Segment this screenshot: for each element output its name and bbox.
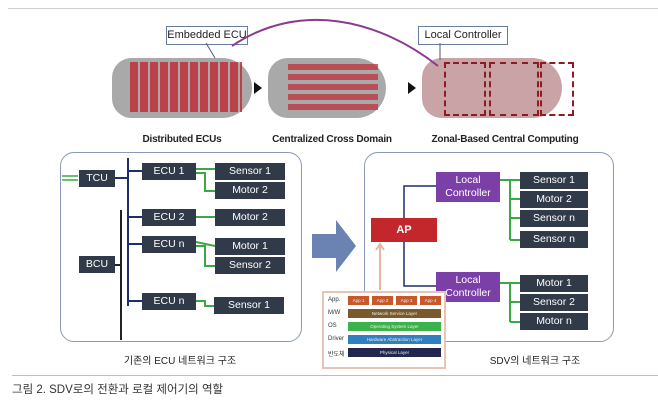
ecu-box: ECU n [142,236,196,253]
device-link [196,300,214,307]
local-controller-box: Local Controller [436,272,500,302]
stage-label-centralized: Centralized Cross Domain [272,134,392,145]
ecu-cluster-distributed [130,62,242,112]
stage-label-distributed: Distributed ECUs [142,134,222,145]
device-box: Sensor n [520,231,588,248]
device-link [500,282,520,323]
ecu-box: ECU 1 [142,163,196,180]
callout-curve [231,18,439,67]
device-box: Motor n [520,313,588,330]
layer-label: App. [328,297,341,303]
device-box: Sensor 2 [520,294,588,311]
layer-label: Driver [328,336,344,342]
ap-link [403,185,436,287]
layer-label: OS [328,323,337,329]
device-box: Motor 2 [520,191,588,208]
ecu-box: ECU 2 [142,209,196,226]
local-controller-box: Local Controller [436,172,500,202]
app-box: App 1 [348,296,369,305]
ecu-cluster-centralized [288,64,378,110]
app-box: App 2 [372,296,393,305]
stage-arrow [408,82,416,94]
software-stack: App. App 1 App 2 App 3 App 4 M/W Network… [322,291,446,369]
zone-3 [540,62,574,116]
device-box: Sensor 1 [520,172,588,189]
stage-label-zonal: Zonal-Based Central Computing [431,134,579,145]
stage-arrow [254,82,262,94]
local-controller-label: Local Controller [445,174,491,199]
layer-bar: Network Service Layer [348,309,441,318]
layer-bar: Physical Layer [348,348,441,357]
app-box: App 3 [396,296,417,305]
callout-pointer [205,42,216,59]
device-link [196,168,215,192]
layer-label: M/W [328,310,341,316]
app-box: App 4 [420,296,441,305]
device-box: Sensor 2 [215,257,285,274]
transition-arrow-icon [312,220,356,272]
zone-2 [489,62,539,116]
device-box: Motor 1 [520,275,588,292]
device-box: Sensor 1 [214,297,284,314]
top-divider [8,8,658,9]
figure-caption: 그림 2. SDV로의 전환과 로컬 제어기의 역할 [12,384,224,396]
layer-bar: Hardware Abstraction Layer [348,335,441,344]
ap-box: AP [371,218,437,242]
legacy-panel-caption: 기존의 ECU 네트워크 구조 [123,356,237,367]
caption-divider [12,375,658,376]
stack-to-ap-arrow [375,242,385,290]
device-box: Sensor n [520,210,588,227]
local-controller-callout: Local Controller [418,26,508,45]
device-link [62,175,78,181]
zone-1 [444,62,486,116]
tcu-box: TCU [79,170,115,187]
device-box: Sensor 1 [215,163,285,180]
device-link [195,241,216,267]
ecu-box: ECU n [142,293,196,310]
sdv-panel-caption: SDV의 네트워크 구조 [489,356,581,367]
layer-label: 반도체 [328,352,345,358]
device-box: Motor 1 [215,238,285,255]
bcu-box: BCU [79,256,115,273]
device-link [500,179,520,241]
device-box: Motor 2 [215,209,285,226]
layer-bar: Operating System Layer [348,322,441,331]
device-box: Motor 2 [215,182,285,199]
local-controller-label: Local Controller [445,274,491,299]
